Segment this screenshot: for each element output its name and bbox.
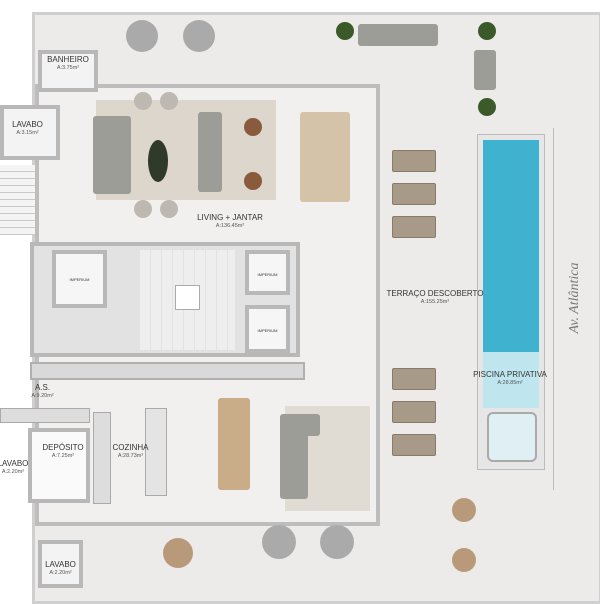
outdoor-sofa [358, 24, 438, 46]
sun-lounger [392, 150, 436, 172]
stairs [0, 165, 35, 235]
elevator-box [175, 285, 200, 310]
outdoor-armchair [126, 20, 158, 52]
armchair [134, 92, 152, 110]
outdoor-armchair [262, 525, 296, 559]
sofa [282, 414, 320, 436]
armchair [244, 172, 262, 190]
street-line [553, 128, 554, 490]
exterior-wall-right [376, 84, 380, 244]
sun-lounger [392, 183, 436, 205]
brand-logo: IMPERIUM [257, 328, 278, 333]
room-label-as: A.S.A:9.20m² [31, 383, 54, 399]
plant [478, 98, 496, 116]
armchair [134, 200, 152, 218]
service-counter [0, 408, 90, 423]
bathroom-banheiro [38, 50, 98, 92]
sofa [93, 116, 131, 194]
street-label: Av. Atlântica [567, 262, 582, 334]
jacuzzi [487, 412, 537, 462]
lavabo-top [0, 105, 60, 160]
kitchen-dining-table [218, 398, 250, 490]
kitchen-cooktop-counter [93, 412, 111, 504]
lavabo-bottom [38, 540, 83, 588]
outdoor-armchair [320, 525, 354, 559]
round-table [452, 548, 476, 572]
sun-lounger [392, 434, 436, 456]
round-table [452, 498, 476, 522]
left-outside-area [0, 0, 32, 600]
kitchen-counter [30, 362, 305, 380]
sofa [198, 112, 222, 192]
outdoor-armchair [183, 20, 215, 52]
sun-lounger [392, 216, 436, 238]
elevator-right-top [245, 250, 290, 295]
pool-shallow [483, 352, 539, 408]
dining-table [300, 112, 350, 202]
sun-lounger [392, 368, 436, 390]
outdoor-sofa [474, 50, 496, 90]
coffee-table [148, 140, 168, 182]
armchair [160, 92, 178, 110]
brand-logo: IMPERIUM [257, 272, 278, 277]
sun-lounger [392, 401, 436, 423]
brand-logo: IMPERIUM [69, 277, 90, 282]
pool-water [483, 140, 539, 352]
armchair [160, 200, 178, 218]
elevator-right-bottom [245, 305, 290, 353]
plant [336, 22, 354, 40]
elevator-left [52, 250, 107, 308]
deposito-room [28, 428, 90, 503]
plant [478, 22, 496, 40]
armchair [244, 118, 262, 136]
kitchen-island [145, 408, 167, 496]
round-table [163, 538, 193, 568]
